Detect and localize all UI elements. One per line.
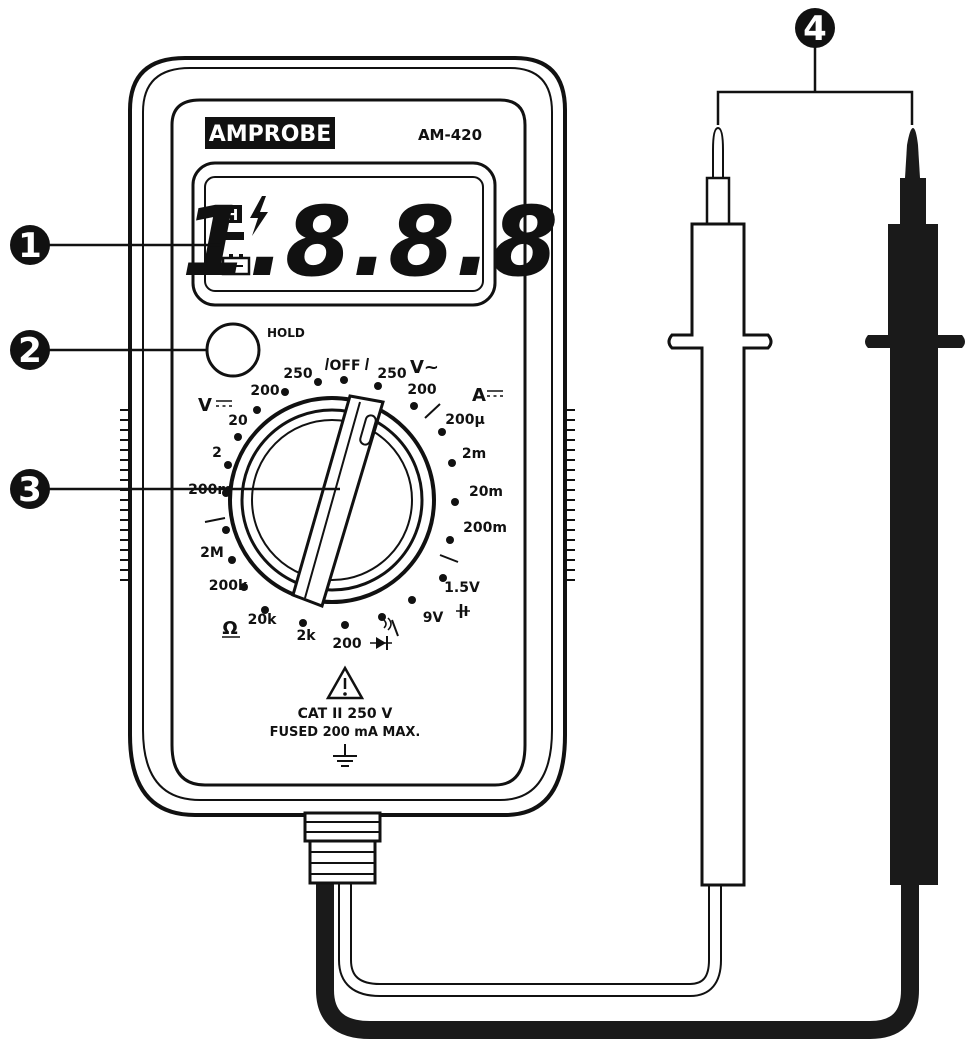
dial-mode-symbols: V V~ A Ω [198,357,503,650]
mode-a-dc-label: A [472,385,486,406]
cat-rating: CAT II 250 V [298,706,393,722]
warning-icon [325,665,365,700]
battery-test-icon [456,604,470,618]
rotary-switch[interactable] [228,394,436,608]
ground-icon [333,744,357,767]
model-number: AM-420 [418,126,482,144]
dial-range-ohm-200k: 200k [209,578,248,594]
dial-separators [204,357,459,637]
brand-header: AMPROBE AM-420 [205,117,482,149]
hold-indicator-box [222,205,242,223]
dc-symbol-icon-amps [487,390,503,397]
brand-plate [205,117,335,149]
dial-range-a-dc-20m: 20m [469,484,503,500]
dial-range-ohm-200: 200 [332,636,361,652]
callout-3-badge [10,469,50,509]
dial-range-v-ac-250: 250 [377,366,406,382]
mode-v-ac-label: V~ [410,357,439,378]
continuity-icon [383,617,392,631]
callout-3-number: 3 [18,470,42,510]
fuse-rating: FUSED 200 mA MAX. [270,725,421,740]
cable-boot [303,811,382,885]
dial-range-v-dc-250: 250 [283,366,312,382]
dial-range-ohm-2m: 2M [200,545,224,561]
dial-range-ohm-2k: 2k [296,628,316,644]
dial-range-v-dc-200: 200 [250,383,279,399]
callout-4-number: 4 [803,9,827,49]
black-test-probe[interactable] [865,128,965,885]
mode-ohm-label: Ω [222,618,237,639]
dial-range-battery-1-5v: 1.5V [444,580,480,596]
callouts: 1 2 3 4 [10,8,914,510]
diode-icon [370,636,392,650]
dc-symbol-icon [216,400,232,407]
dial-range-a-dc-200u: 200µ [445,412,485,428]
brand-logo: AMPROBE [209,122,331,147]
mode-v-dc-label: V [198,395,212,416]
callout-2-number: 2 [18,331,42,371]
callout-1-number: 1 [18,226,42,266]
hold-label: HOLD [267,326,305,340]
callout-1-badge [10,225,50,265]
lcd-display: H 1.8.8.8 [182,161,559,307]
dial-range-v-dc-2: 2 [212,445,222,461]
hold-button[interactable] [205,322,261,378]
dial-range-battery-9v: 9V [423,610,444,626]
dial-pointer [291,394,385,608]
dial-range-v-ac-200: 200 [407,382,436,398]
dial-range-a-dc-200m: 200m [463,520,507,536]
dial-position-dots [222,376,459,629]
hold-button-group: HOLD [205,322,305,378]
test-leads-cables [316,871,919,1039]
left-grip [120,409,132,581]
callout-4-badge [795,8,835,48]
dial-range-a-dc-2m: 2m [462,446,486,462]
hold-indicator: H [226,206,239,224]
dial-off-label: OFF [329,358,360,374]
dial-range-ohm-20k: 20k [248,612,277,628]
callout-2-badge [10,330,50,370]
lcd-reading: 1.8.8.8 [182,186,559,298]
red-test-probe[interactable] [667,126,773,887]
negative-sign-icon [222,232,244,240]
high-voltage-icon [250,196,268,236]
dial-range-v-dc-20: 20 [228,413,248,429]
right-grip [563,409,575,581]
low-battery-icon [221,254,251,276]
safety-info: CAT II 250 V FUSED 200 mA MAX. [270,665,421,767]
